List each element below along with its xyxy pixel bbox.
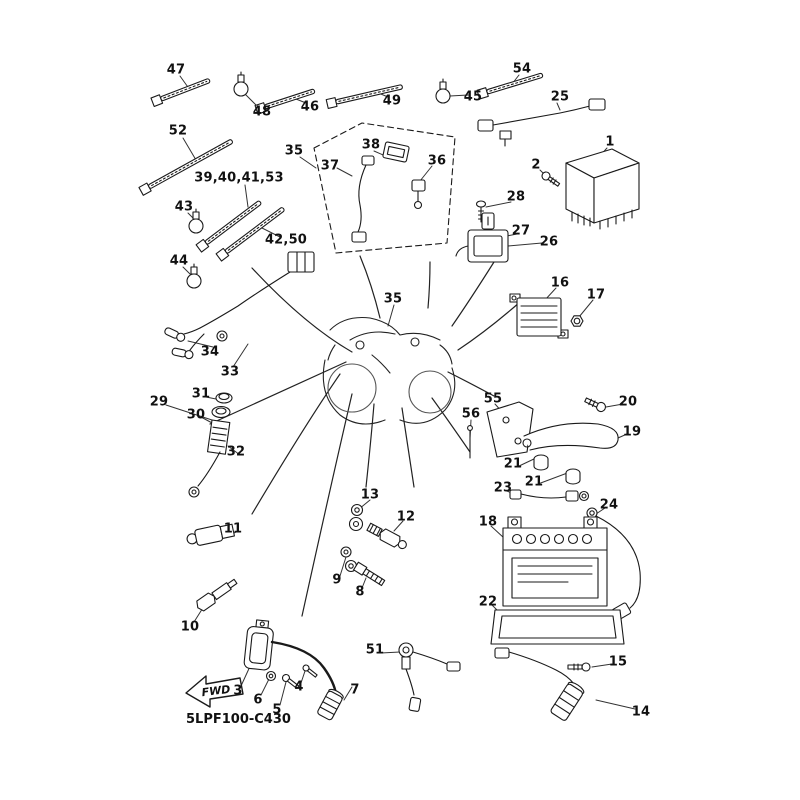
part-lead-wire-25	[477, 98, 606, 147]
part-wire-37	[351, 155, 375, 243]
part-clamp-45	[435, 78, 451, 104]
part-ht-lead	[270, 640, 338, 696]
part-clamp-43	[188, 208, 204, 234]
fwd-arrow	[185, 675, 244, 708]
part-bracket-55	[486, 401, 534, 458]
part-washer-6	[265, 670, 277, 682]
part-bolt-2	[541, 171, 561, 187]
part-main-switch-29-32	[188, 392, 233, 498]
part-nut-17	[570, 315, 584, 327]
part-cable-tie-47	[150, 78, 211, 107]
part-washers-13	[348, 503, 364, 532]
part-damper-21-a	[533, 454, 549, 471]
part-clamp-48	[233, 71, 249, 97]
part-ignition-coil-3	[243, 619, 274, 671]
diagram-code: 5LPF100-C430	[186, 712, 291, 727]
part-battery-18	[502, 516, 608, 607]
part-bolt-28	[475, 200, 487, 223]
part-bolt-5	[281, 673, 300, 690]
part-band-19	[522, 422, 619, 451]
part-rectifier-16	[509, 293, 569, 339]
detail-box-35	[313, 122, 456, 254]
part-damper-21-b	[565, 468, 581, 485]
part-relay-38	[382, 141, 410, 163]
part-fuse-holder-26-27	[455, 212, 509, 263]
part-clamp-44	[186, 263, 202, 289]
part-battery-lead-24	[586, 507, 641, 621]
part-pin-56	[467, 425, 473, 459]
part-cable-tie-49	[325, 84, 403, 109]
part-connector-36	[411, 179, 426, 210]
part-bolt-4	[302, 664, 318, 678]
part-sender-12	[366, 522, 407, 550]
frame-sketch	[322, 316, 456, 425]
part-cable-tie-46	[254, 88, 316, 115]
part-cable-tie-52	[138, 139, 233, 196]
part-cable-tie-group-39-40-41-53	[195, 200, 285, 262]
part-sensor-51	[398, 642, 461, 712]
part-sub-harness-33-34	[164, 251, 315, 360]
part-coil-14	[494, 647, 585, 721]
part-battery-tray-22	[490, 609, 625, 645]
part-cable-tie-54	[476, 72, 544, 100]
part-sensor-11	[186, 523, 235, 546]
part-bolt-15	[567, 662, 591, 672]
part-plug-cap-7	[317, 688, 344, 721]
part-fitting-8	[353, 561, 386, 587]
part-bolt-20	[584, 397, 607, 413]
part-cdi-unit-1	[565, 148, 640, 230]
routing-lines	[209, 255, 521, 617]
part-battery-lead-23	[509, 489, 590, 502]
part-washers-9	[340, 546, 358, 573]
part-switch-10	[196, 578, 238, 612]
